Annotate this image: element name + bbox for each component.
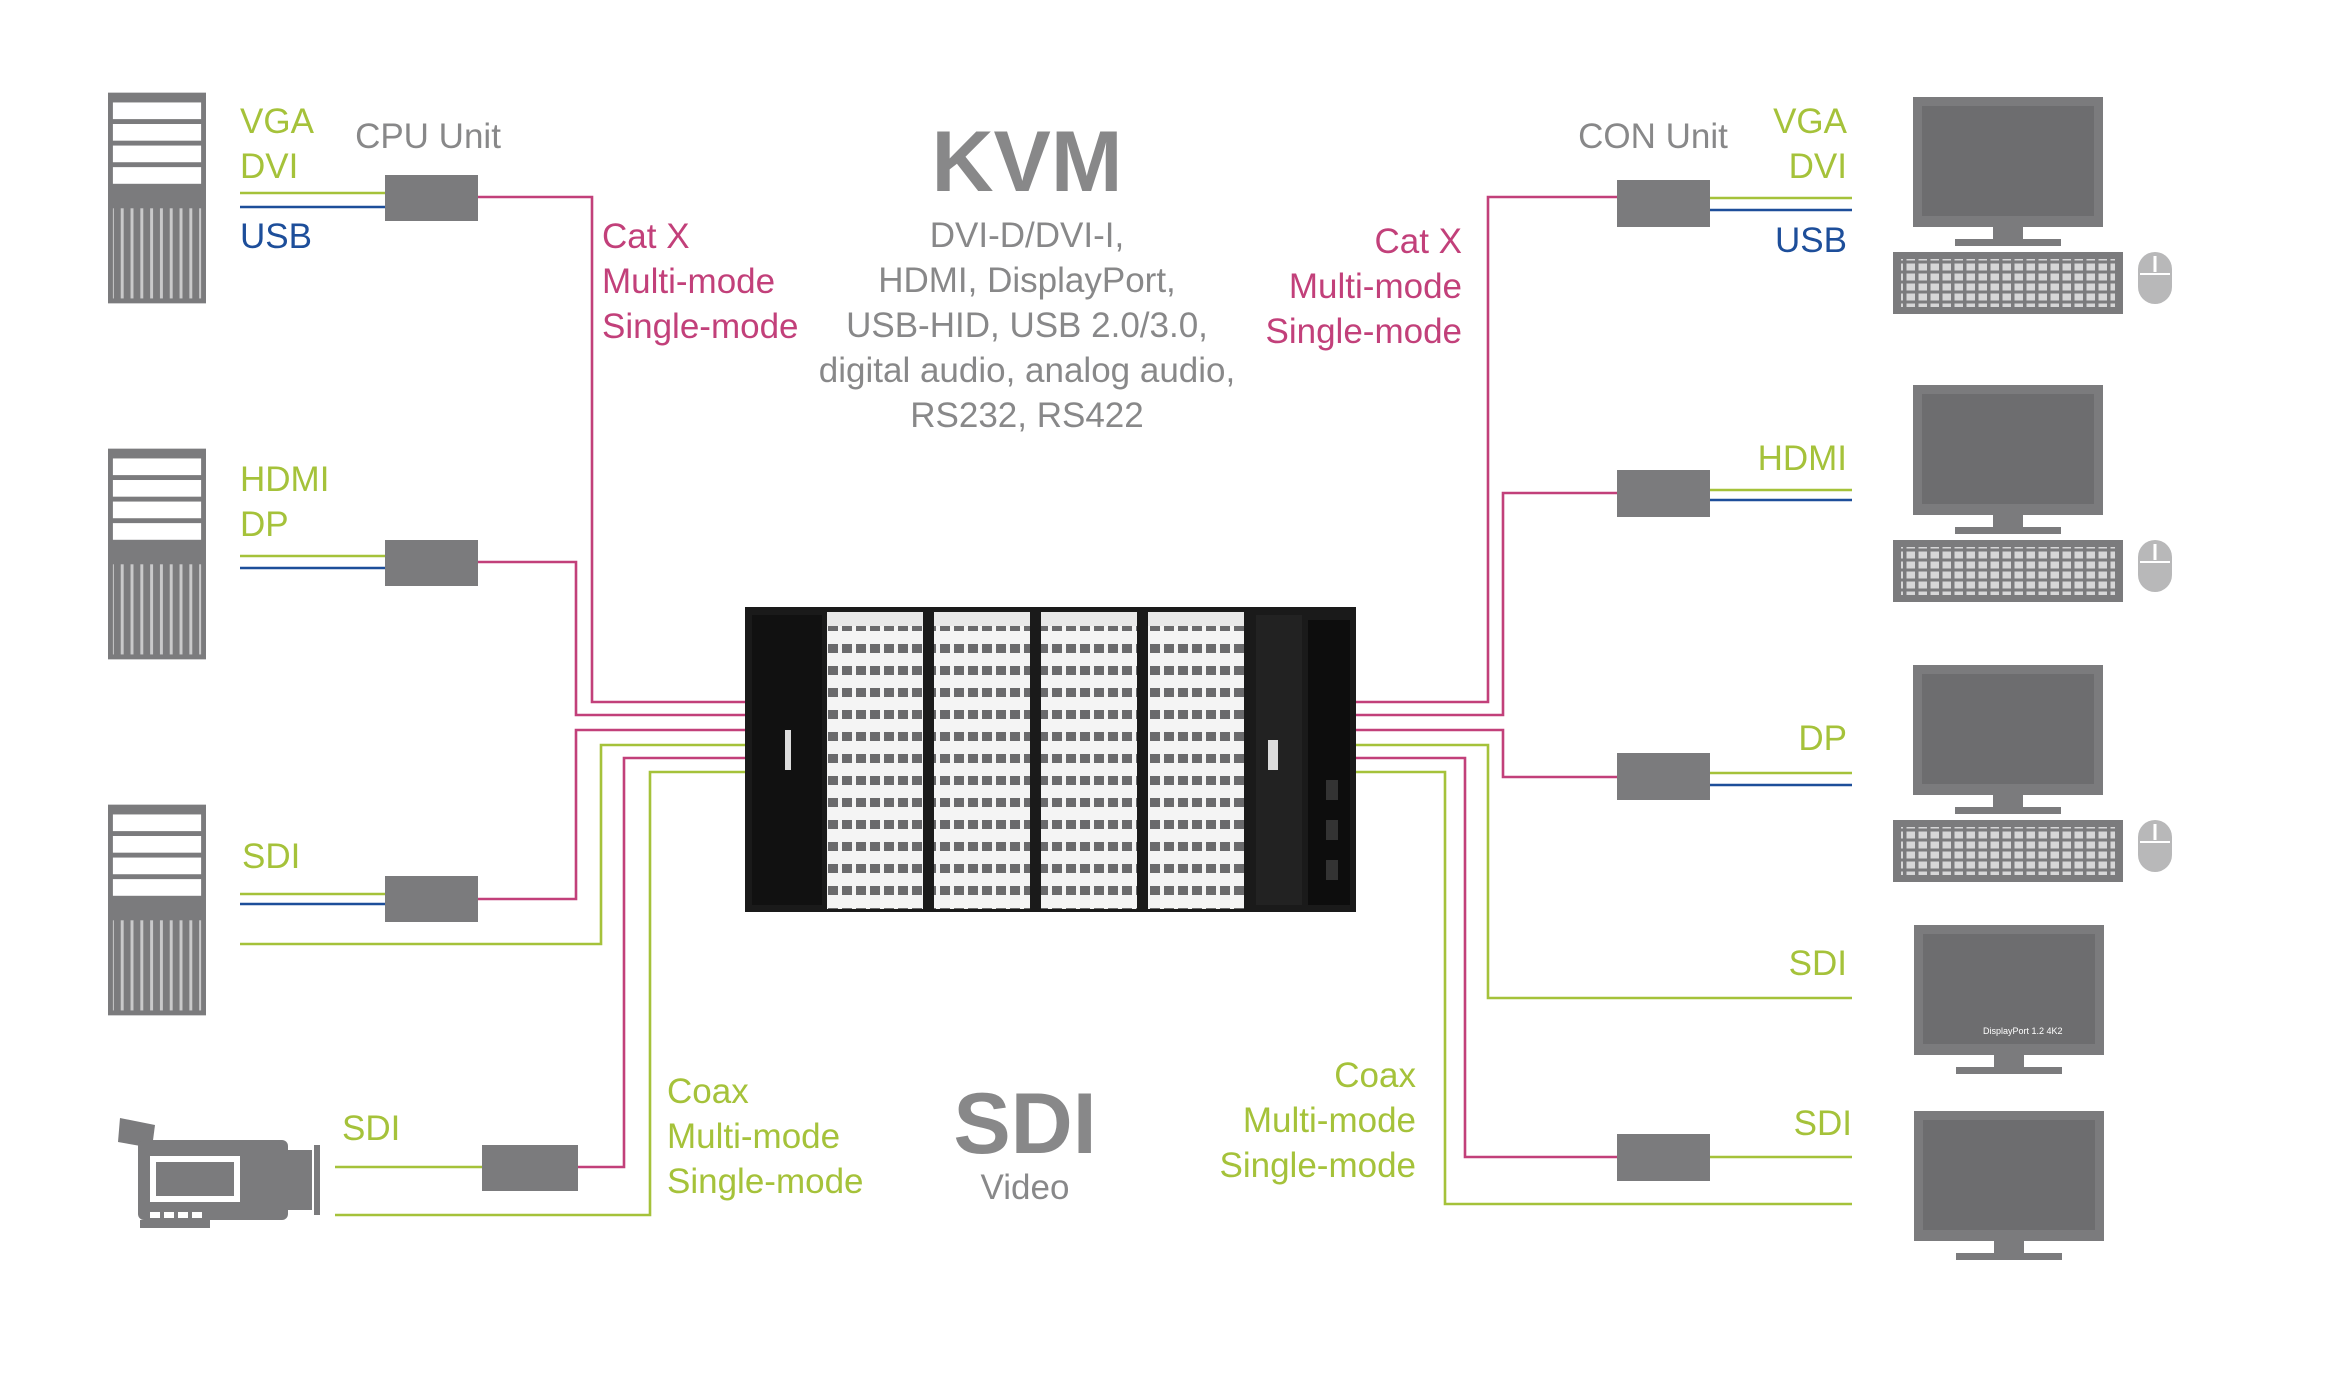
right-3-signal-1: DP [1798, 719, 1847, 758]
monitor-icon [1914, 1111, 2104, 1260]
right-1-signal-2: DVI [1789, 147, 1847, 186]
monitor-icon [1913, 665, 2103, 814]
left-1-signal-2: DVI [240, 147, 298, 186]
monitor-4: DisplayPort 1.2 4K2 [1914, 925, 2104, 1074]
right-2-signal-1: HDMI [1758, 439, 1847, 478]
workstation-2 [1893, 385, 2172, 602]
monitor-icon [1913, 385, 2103, 534]
coax-right-line-2: Multi-mode [1243, 1101, 1416, 1140]
kvm-line-5: RS232, RS422 [910, 396, 1143, 435]
cat-right-line-2: Multi-mode [1289, 267, 1462, 306]
coax-right-line-3: Single-mode [1220, 1146, 1417, 1185]
coax-right-line-1: Coax [1334, 1056, 1416, 1095]
con-unit-2 [1617, 470, 1710, 517]
right-4-signal-1: SDI [1789, 944, 1847, 983]
kvm-line-1: DVI-D/DVI-I, [930, 216, 1124, 255]
server-tower-icon [108, 92, 206, 304]
monitor-4-screen-text: DisplayPort 1.2 4K2 [1983, 1026, 2063, 1036]
left-3-signal-1: SDI [242, 837, 300, 876]
con-unit-3 [1617, 753, 1710, 800]
cables-left [240, 191, 745, 1217]
con-unit-5 [1617, 1134, 1710, 1181]
cpu-unit-1 [385, 175, 478, 221]
kvm-line-3: USB-HID, USB 2.0/3.0, [846, 306, 1208, 345]
coax-left-line-3: Single-mode [667, 1162, 864, 1201]
coax-left-line-1: Coax [667, 1072, 749, 1111]
cpu-unit-3 [385, 876, 478, 922]
mouse-icon [2138, 820, 2172, 872]
keyboard-icon [1893, 252, 2123, 314]
workstation-3 [1893, 665, 2172, 882]
cat-left-line-1: Cat X [602, 217, 690, 256]
kvm-line-4: digital audio, analog audio, [819, 351, 1235, 390]
camera-signal: SDI [342, 1109, 400, 1148]
monitor-5 [1914, 1111, 2104, 1260]
monitor-icon [1913, 97, 2103, 246]
left-2-signal-1: HDMI [240, 460, 329, 499]
left-1-usb: USB [240, 217, 312, 256]
extender-units [385, 175, 1710, 1191]
cat-right-line-1: Cat X [1374, 222, 1462, 261]
mouse-icon [2138, 540, 2172, 592]
cat-right-line-3: Single-mode [1266, 312, 1463, 351]
left-2-signal-2: DP [240, 505, 289, 544]
cpu-unit-label: CPU Unit [355, 117, 501, 156]
cat-left-line-2: Multi-mode [602, 262, 775, 301]
server-tower-icon [108, 448, 206, 660]
workstation-1 [1893, 97, 2172, 314]
con-unit-label: CON Unit [1578, 117, 1728, 156]
coax-left-line-2: Multi-mode [667, 1117, 840, 1156]
cables-right [1356, 195, 1852, 1206]
sdi-title: SDI [953, 1076, 1096, 1172]
sdi-subtitle: Video [981, 1168, 1070, 1207]
mouse-icon [2138, 252, 2172, 304]
left-1-signal-1: VGA [240, 102, 315, 141]
cpu-unit-2 [385, 540, 478, 586]
monitor-icon [1914, 925, 2104, 1074]
cat-left-line-3: Single-mode [602, 307, 799, 346]
keyboard-icon [1893, 820, 2123, 882]
con-unit-1 [1617, 180, 1710, 227]
camcorder-icon [118, 1118, 320, 1228]
right-1-usb: USB [1775, 221, 1847, 260]
kvm-title: KVM [931, 114, 1122, 210]
kvm-line-2: HDMI, DisplayPort, [878, 261, 1176, 300]
server-tower-icon [108, 804, 206, 1016]
keyboard-icon [1893, 540, 2123, 602]
cpu-unit-camera [482, 1145, 578, 1191]
matrix-switch-icon [745, 607, 1356, 912]
right-5-signal-1: SDI [1794, 1104, 1852, 1143]
right-1-signal-1: VGA [1773, 102, 1848, 141]
